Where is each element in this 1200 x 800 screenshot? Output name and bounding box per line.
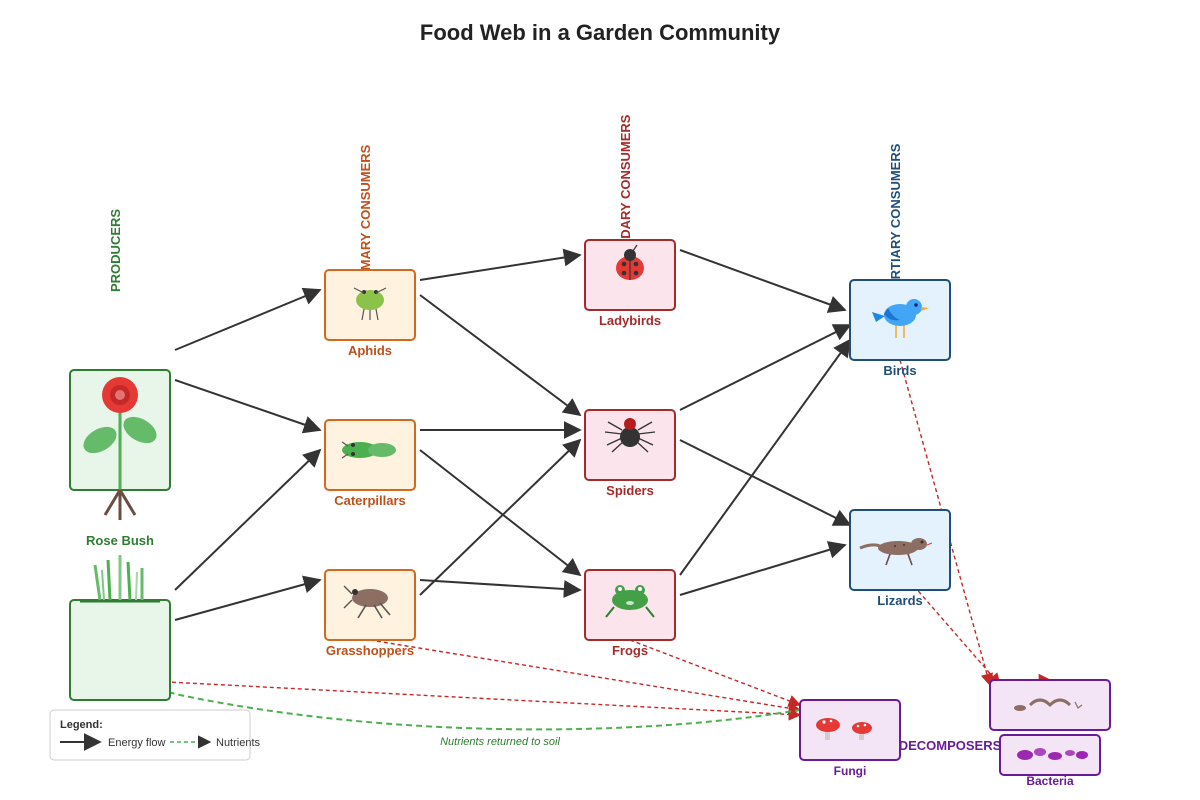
birds-node[interactable]: Birds	[849, 279, 951, 378]
spiders-label: Spiders	[606, 483, 654, 498]
aphids-node[interactable]: Aphids	[324, 269, 416, 358]
lizards-label: Lizards	[877, 593, 923, 608]
fungi-node[interactable]: Fungi	[799, 699, 901, 778]
lizard-icon	[859, 538, 933, 566]
tertiary-consumers-level-label: TERTIARY CONSUMERS	[888, 143, 903, 296]
spiders-node[interactable]: Spiders	[584, 409, 676, 498]
nutrient-return-path	[118, 675, 851, 731]
arrow-grasshoppers-to-frogs	[419, 579, 582, 598]
bird-icon	[872, 299, 929, 338]
arrow-frogs-to-birds	[679, 338, 852, 576]
grass-icon	[80, 555, 160, 603]
birds-label: Birds	[883, 363, 916, 378]
lizards-node[interactable]: Lizards	[849, 509, 951, 608]
arrow-ladybirds-to-birds	[679, 249, 847, 313]
ladybird-icon	[616, 244, 644, 280]
rose-icon	[83, 377, 157, 520]
frogs-node[interactable]: Frogs	[584, 569, 676, 658]
grasshoppers-label: Grasshoppers	[326, 643, 414, 658]
earthworm-icon	[1014, 698, 1083, 711]
decomposers-level-label: DECOMPOSERS	[899, 738, 1002, 753]
grass-node[interactable]	[69, 555, 171, 701]
bacteria-icon	[1017, 748, 1088, 760]
caterpillar-icon	[341, 441, 396, 459]
rose-bush-node[interactable]: Rose Bush	[69, 369, 171, 548]
mushroom-icon	[816, 718, 872, 740]
arrow-rose-to-aphids	[174, 287, 322, 351]
ladybirds-label: Ladybirds	[599, 313, 661, 328]
aphid-icon	[353, 287, 387, 321]
legend-box	[49, 709, 251, 761]
arrow-grasshoppers-to-spiders	[419, 438, 582, 596]
arrow-frogs-to-fungi	[629, 639, 802, 707]
spider-icon	[604, 418, 656, 453]
arrow-spiders-to-birds	[679, 324, 852, 411]
primary-consumers-level-label: PRIMARY CONSUMERS	[358, 144, 373, 292]
diagram-title: Food Web in a Garden Community	[420, 20, 781, 45]
grasshoppers-node[interactable]: Grasshoppers	[324, 569, 416, 658]
arrow-frogs-to-lizards	[679, 541, 847, 596]
energy-flow-arrows	[174, 248, 852, 621]
arrow-aphids-to-ladybirds	[419, 248, 582, 281]
ladybirds-node[interactable]: Ladybirds	[584, 239, 676, 328]
earthworms-node[interactable]	[989, 679, 1111, 731]
arrow-grasshoppers-to-fungi	[369, 639, 802, 715]
arrow-grass-to-caterpillars	[174, 448, 322, 591]
fungi-label: Fungi	[834, 764, 867, 778]
legend-nutrients-label: Nutrients	[216, 737, 261, 749]
aphids-label: Aphids	[348, 343, 392, 358]
legend-energy-label: Energy flow	[108, 737, 166, 749]
caterpillars-label: Caterpillars	[334, 493, 406, 508]
arrow-aphids-to-spiders	[419, 294, 582, 417]
bacteria-node[interactable]: Bacteria	[999, 734, 1101, 788]
producers-level-label: PRODUCERS	[108, 209, 123, 292]
nutrients-annotation: Nutrients returned to soil	[440, 736, 560, 748]
caterpillars-node[interactable]: Caterpillars	[324, 419, 416, 508]
frogs-label: Frogs	[612, 643, 648, 658]
arrow-rose-to-caterpillars	[174, 379, 322, 434]
frog-icon	[605, 585, 655, 618]
bacteria-label: Bacteria	[1026, 774, 1074, 788]
grasshopper-icon	[343, 585, 391, 619]
rose-bush-label: Rose Bush	[86, 533, 154, 548]
arrow-grass-to-grasshoppers	[174, 575, 322, 621]
arrow-spiders-to-lizards	[679, 439, 852, 526]
arrow-lizards-to-bacteria	[899, 569, 1001, 686]
fungi-box	[799, 699, 901, 761]
grass-box	[69, 599, 171, 701]
arrow-caterpillars-to-frogs	[419, 449, 582, 577]
legend: Legend: Energy flow Nutrients	[49, 709, 261, 761]
legend-title: Legend:	[60, 719, 103, 731]
